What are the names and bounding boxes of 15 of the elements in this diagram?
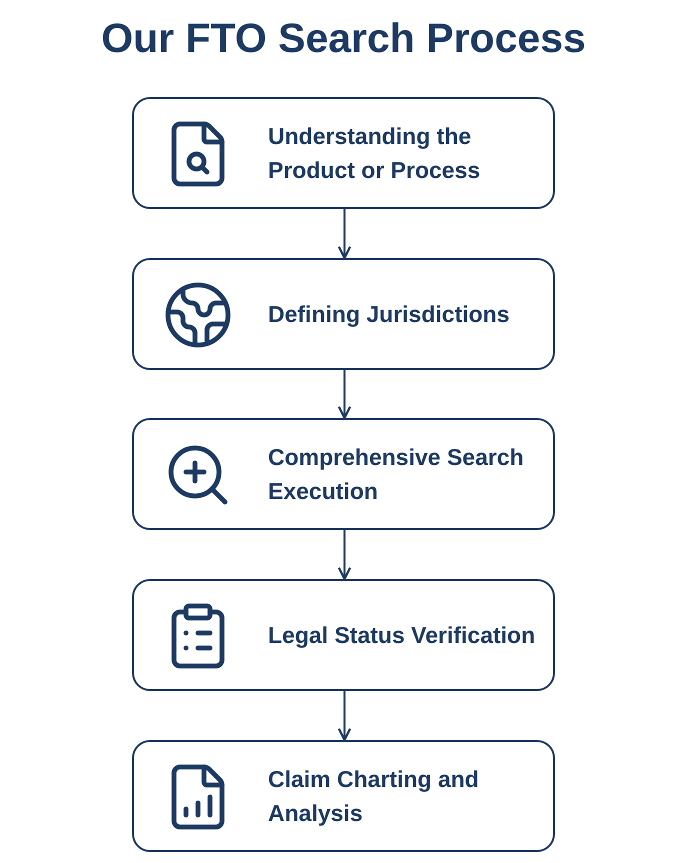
step-label: Defining Jurisdictions xyxy=(268,300,511,329)
arrow xyxy=(338,209,352,260)
step-label: Understanding the Product or Process xyxy=(268,122,482,185)
process-box xyxy=(132,258,555,370)
process-box xyxy=(132,418,555,530)
step-label: Claim Charting and Analysis xyxy=(268,765,480,828)
step-label: Legal Status Verification xyxy=(268,621,536,650)
process-box xyxy=(132,97,555,209)
arrow xyxy=(338,691,352,742)
process-box xyxy=(132,579,555,691)
arrow xyxy=(338,530,352,580)
arrow xyxy=(338,370,352,420)
step-label: Comprehensive Search Execution xyxy=(268,443,525,506)
diagram-title: Our FTO Search Process xyxy=(101,14,586,63)
process-box xyxy=(132,740,555,852)
